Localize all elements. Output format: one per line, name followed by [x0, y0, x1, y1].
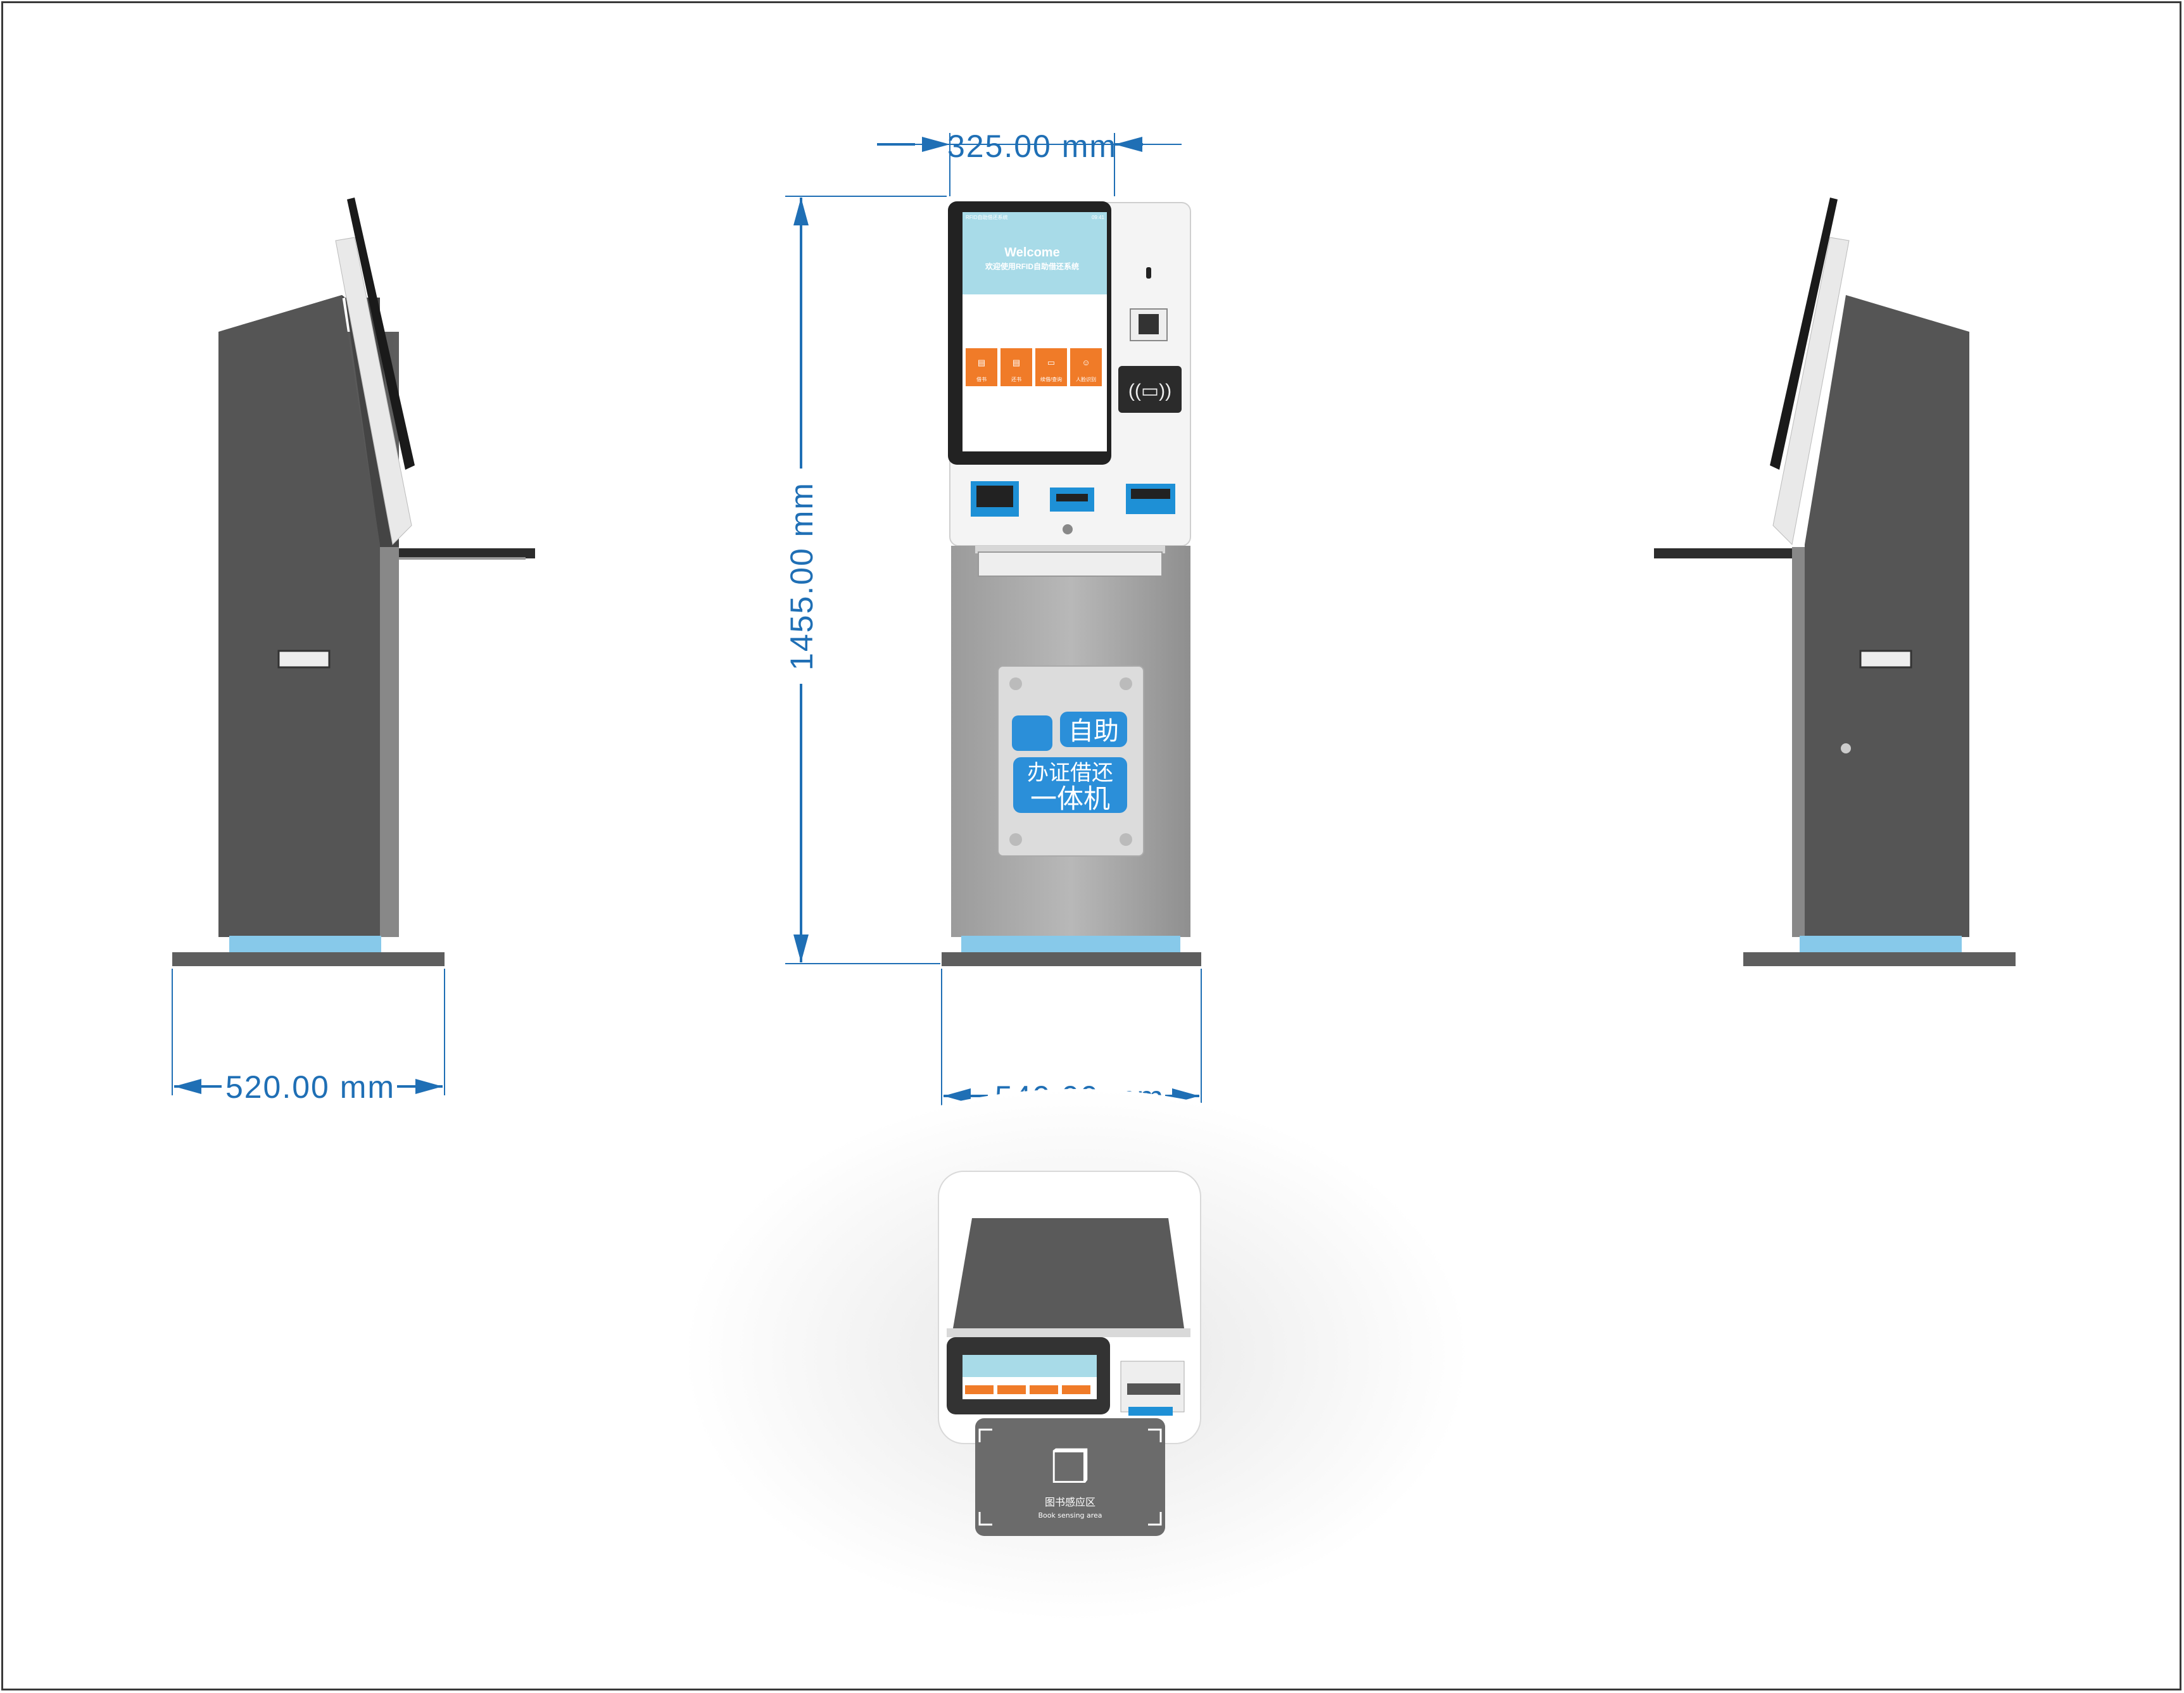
sensing-area-corners — [978, 1428, 1162, 1526]
screen-button-face[interactable] — [1070, 348, 1102, 386]
plaque-line3: 一体机 — [1030, 783, 1110, 814]
screen-button-row: ▤ 借书 ▤ 还书 ▭ 续借/查询 ☺ 人脸识别 — [966, 348, 1102, 386]
dim-arrow-right — [415, 1079, 443, 1094]
book-sensing-area — [975, 1418, 1165, 1536]
card-reader-opening — [1056, 494, 1088, 501]
left-screen-edge — [347, 198, 415, 470]
top-view: ❒ 图书感应区 Book sensing area — [684, 1089, 1469, 1621]
left-shelf-edge — [399, 557, 526, 560]
screen-button-borrow-label: 借书 — [976, 376, 987, 382]
front-view: 325.00 mm 1455.00 mm RFID自助借还系统 09:41 We… — [784, 129, 1202, 1115]
plaque-screw-3 — [1009, 833, 1022, 846]
front-base-plate — [942, 952, 1201, 966]
dim-arrow-bottom-left — [944, 1088, 971, 1104]
plaque-line2: 办证借还 — [1027, 760, 1113, 786]
top-screen-btn-3 — [1030, 1385, 1058, 1394]
plaque-screw-1 — [1009, 677, 1022, 690]
screen-button-face-label: 人脸识别 — [1076, 376, 1096, 382]
welcome-title: Welcome — [1004, 246, 1059, 260]
screen-width-dimension: 325.00 mm — [947, 129, 1117, 164]
screen-button-return[interactable] — [1000, 348, 1032, 386]
plaque-line1: 自助 — [1068, 717, 1119, 746]
top-screen-btn-1 — [965, 1385, 994, 1394]
camera-icon — [1146, 267, 1151, 279]
plaque-screw-4 — [1120, 833, 1132, 846]
id-card-icon — [1012, 715, 1052, 751]
dim-arrow-top-right — [1114, 137, 1142, 152]
face-icon: ☺ — [1082, 358, 1090, 367]
left-screen-frame — [335, 237, 412, 546]
welcome-banner — [963, 212, 1107, 294]
plaque-badge-top — [1060, 712, 1127, 747]
right-lock-icon — [1841, 743, 1851, 753]
right-base-accent — [1800, 936, 1962, 953]
right-side-slot — [1859, 650, 1912, 669]
side-depth-dimension: 520.00 mm — [225, 1069, 395, 1105]
top-roof-edge — [947, 1328, 1190, 1337]
screen-button-borrow[interactable] — [966, 348, 997, 386]
top-screen-btn-2 — [997, 1385, 1026, 1394]
rfid-icon: ((▭)) — [1128, 381, 1171, 401]
welcome-subtitle: 欢迎使用RFID自助借还系统 — [985, 261, 1079, 271]
books-icon: ❒ — [1051, 1443, 1090, 1492]
screen-button-renew[interactable] — [1035, 348, 1067, 386]
status-bar-right: 09:41 — [1092, 215, 1105, 220]
left-base-plate — [172, 952, 445, 966]
right-body-shape — [1805, 295, 1969, 937]
plaque-screw-2 — [1120, 677, 1132, 690]
right-shelf — [1654, 548, 1792, 558]
status-bar-left: RFID自助借还系统 — [966, 214, 1008, 220]
right-side-view — [1654, 198, 2016, 966]
scanner-lens — [1139, 314, 1159, 334]
receipt-slot — [978, 551, 1163, 577]
screen-button-renew-label: 续借/查询 — [1040, 376, 1062, 382]
card-icon: ▭ — [1047, 358, 1055, 367]
card-printer-opening — [976, 486, 1013, 507]
left-side-view: 520.00 mm — [172, 198, 535, 1105]
top-screen-btn-4 — [1062, 1385, 1090, 1394]
right-front-edge — [1792, 547, 1805, 937]
left-side-slot — [277, 650, 331, 669]
id-card-opening — [1131, 489, 1170, 499]
dim-arrow-bottom — [793, 935, 809, 962]
dim-arrow-top — [793, 198, 809, 225]
right-screen-edge — [1770, 198, 1838, 470]
sensing-zone-label-cn: 图书感应区 — [1045, 1496, 1095, 1508]
left-base-accent — [229, 936, 381, 953]
dim-arrow-left — [174, 1079, 201, 1094]
top-roof — [953, 1218, 1184, 1328]
height-dimension: 1455.00 mm — [784, 482, 819, 670]
rfid-reader — [1118, 366, 1182, 413]
right-base-plate — [1743, 952, 2016, 966]
top-module-blue — [1128, 1407, 1173, 1416]
front-base-accent — [961, 936, 1180, 952]
dim-arrow-top-left — [922, 137, 950, 152]
screen-button-return-label: 还书 — [1011, 376, 1021, 382]
top-screen-banner — [963, 1355, 1097, 1377]
plaque-badge-bottom — [1013, 757, 1127, 813]
right-screen-frame — [1772, 237, 1850, 546]
book-return-icon: ▤ — [1013, 358, 1020, 367]
sensing-zone-label-en: Book sensing area — [1038, 1511, 1102, 1520]
book-icon: ▤ — [978, 358, 985, 367]
left-body-shape — [218, 295, 380, 937]
left-front-edge — [380, 547, 399, 937]
left-shelf — [399, 548, 535, 558]
lock-icon — [1063, 524, 1073, 534]
top-module-slot — [1127, 1383, 1180, 1395]
